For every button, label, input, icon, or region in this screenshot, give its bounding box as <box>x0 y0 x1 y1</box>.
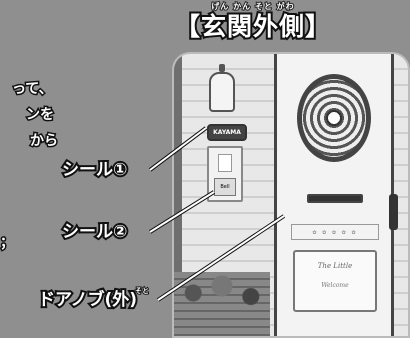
callout-doorknob: そと ドアノブ(外) <box>36 286 150 312</box>
light-switch <box>218 154 232 172</box>
door-exterior-photo: KAYAMA Bell ✿ ✿ ✿ ✿ ✿ The Little Welcome <box>172 52 410 338</box>
callout-sticker-2: シール② <box>60 220 129 244</box>
page-title: 【玄関外側】 <box>173 10 332 43</box>
door-knob <box>389 194 398 230</box>
wall-lamp-icon <box>209 64 235 112</box>
left-text-line-4: ； <box>0 234 16 253</box>
front-door: ✿ ✿ ✿ ✿ ✿ The Little Welcome <box>274 54 398 336</box>
oval-window <box>297 74 371 162</box>
callout-sticker-1: シール① <box>60 158 129 182</box>
door-sign: The Little Welcome <box>293 250 377 312</box>
mail-slot <box>307 194 363 203</box>
left-text-line-3: から <box>29 132 60 151</box>
door-ornament: ✿ ✿ ✿ ✿ ✿ <box>291 224 379 240</box>
doorknob-label: ドアノブ(外) <box>36 288 139 312</box>
left-text-line-1: って、 <box>11 80 55 99</box>
heading-ruby: げん かん そと がわ <box>210 1 295 12</box>
left-text-line-2: ンを <box>25 106 56 125</box>
intercom-panel: Bell <box>207 146 243 202</box>
name-plaque: KAYAMA <box>207 124 247 141</box>
intercom-button: Bell <box>214 178 236 196</box>
flower-planter <box>174 272 270 336</box>
doorknob-ruby: そと <box>134 286 150 296</box>
heading: げん かん そと がわ 【玄関外側】 <box>168 1 338 46</box>
